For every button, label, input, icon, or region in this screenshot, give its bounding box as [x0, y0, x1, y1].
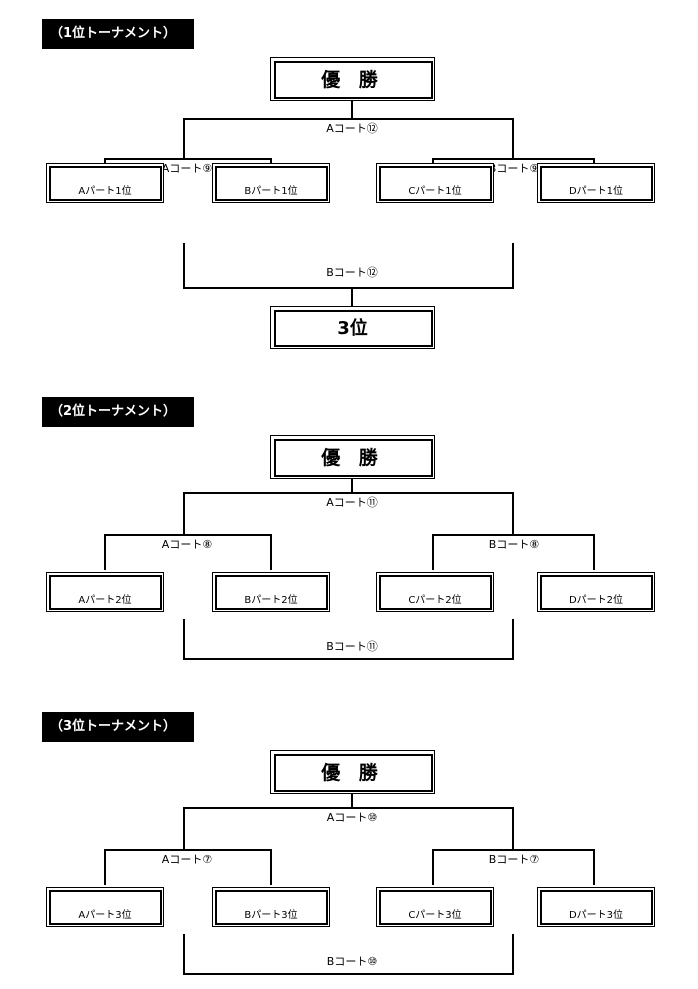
third-right-riser — [512, 243, 514, 289]
final-court-label: Aコート⑩ — [282, 811, 422, 825]
left-semi-court-label: Aコート⑧ — [117, 538, 257, 552]
team-label: Dパート3位 — [568, 910, 624, 921]
final-left-drop — [183, 807, 185, 851]
team-label: Aパート2位 — [78, 595, 132, 606]
winner-box: 優 勝 — [270, 435, 435, 479]
third-place-court-label: Bコート⑩ — [282, 955, 422, 969]
final-right-drop — [512, 492, 514, 536]
third-bar — [183, 973, 514, 975]
left-semi-left-drop — [104, 534, 106, 570]
third-right-riser — [512, 619, 514, 659]
left-semi-bar — [104, 849, 272, 851]
right-semi-left-drop — [432, 849, 434, 885]
third-right-riser — [512, 934, 514, 974]
winner-box: 優 勝 — [270, 57, 435, 101]
winner-box: 優 勝 — [270, 750, 435, 794]
third-left-riser — [183, 619, 185, 659]
left-semi-left-drop — [104, 158, 106, 164]
team-box-a: Aパート1位 — [46, 163, 164, 203]
right-semi-court-label: Bコート⑦ — [444, 853, 584, 867]
section-title: （1位トーナメント） — [42, 19, 194, 49]
tournament-section-3: （3位トーナメント） 優 勝 Aコート⑩ Aコート⑦ Bコート⑦ Aパート3位 … — [0, 712, 698, 982]
final-court-label: Aコート⑪ — [282, 496, 422, 510]
final-right-drop — [512, 807, 514, 851]
team-label: Aパート1位 — [78, 186, 132, 197]
left-semi-right-drop — [270, 158, 272, 164]
team-box-b: Bパート1位 — [212, 163, 330, 203]
left-semi-left-drop — [104, 849, 106, 885]
final-bar — [183, 118, 514, 120]
section-title: （3位トーナメント） — [42, 712, 194, 742]
final-stem — [351, 794, 353, 808]
team-box-b: Bパート2位 — [212, 572, 330, 612]
right-semi-bar — [432, 849, 595, 851]
left-semi-right-drop — [270, 534, 272, 570]
team-label: Aパート3位 — [78, 910, 132, 921]
left-semi-right-drop — [270, 849, 272, 885]
team-box-d: Dパート1位 — [537, 163, 655, 203]
team-box-c: Cパート2位 — [376, 572, 494, 612]
final-court-label: Aコート⑫ — [282, 122, 422, 136]
team-label: Cパート2位 — [408, 595, 462, 606]
team-label: Cパート3位 — [408, 910, 462, 921]
team-label: Cパート1位 — [408, 186, 462, 197]
third-left-riser — [183, 243, 185, 289]
final-bar — [183, 807, 514, 809]
final-left-drop — [183, 492, 185, 536]
winner-label: 優 勝 — [321, 762, 384, 784]
team-box-c: Cパート3位 — [376, 887, 494, 927]
right-semi-right-drop — [593, 158, 595, 164]
third-place-box: 3位 — [270, 306, 435, 349]
team-box-b: Bパート3位 — [212, 887, 330, 927]
team-label: Dパート2位 — [568, 595, 624, 606]
team-box-d: Dパート3位 — [537, 887, 655, 927]
final-bar — [183, 492, 514, 494]
winner-label: 優 勝 — [321, 69, 384, 91]
third-place-court-label: Bコート⑫ — [282, 266, 422, 280]
winner-label: 優 勝 — [321, 447, 384, 469]
team-label: Bパート2位 — [244, 595, 298, 606]
right-semi-left-drop — [432, 534, 434, 570]
team-box-a: Aパート3位 — [46, 887, 164, 927]
third-place-court-label: Bコート⑪ — [282, 640, 422, 654]
team-label: Dパート1位 — [568, 186, 624, 197]
team-box-d: Dパート2位 — [537, 572, 655, 612]
third-bar — [183, 658, 514, 660]
right-semi-bar — [432, 158, 595, 160]
third-left-riser — [183, 934, 185, 974]
team-label: Bパート3位 — [244, 910, 298, 921]
third-place-label: 3位 — [337, 318, 368, 339]
final-left-drop — [183, 118, 185, 160]
final-right-drop — [512, 118, 514, 160]
right-semi-right-drop — [593, 849, 595, 885]
right-semi-court-label: Bコート⑧ — [444, 538, 584, 552]
third-bar — [183, 287, 514, 289]
third-stem — [351, 287, 353, 307]
left-semi-bar — [104, 534, 272, 536]
final-stem — [351, 479, 353, 493]
team-box-c: Cパート1位 — [376, 163, 494, 203]
right-semi-left-drop — [432, 158, 434, 164]
left-semi-bar — [104, 158, 272, 160]
team-label: Bパート1位 — [244, 186, 298, 197]
section-title: （2位トーナメント） — [42, 397, 194, 427]
right-semi-bar — [432, 534, 595, 536]
right-semi-right-drop — [593, 534, 595, 570]
tournament-section-2: （2位トーナメント） 優 勝 Aコート⑪ Aコート⑧ Bコート⑧ Aパート2位 … — [0, 397, 698, 667]
left-semi-court-label: Aコート⑦ — [117, 853, 257, 867]
team-box-a: Aパート2位 — [46, 572, 164, 612]
final-stem — [351, 101, 353, 119]
tournament-section-1: （1位トーナメント） 優 勝 Aコート⑫ Aコート⑨ Bコート⑨ Aパート1位 … — [0, 19, 698, 359]
